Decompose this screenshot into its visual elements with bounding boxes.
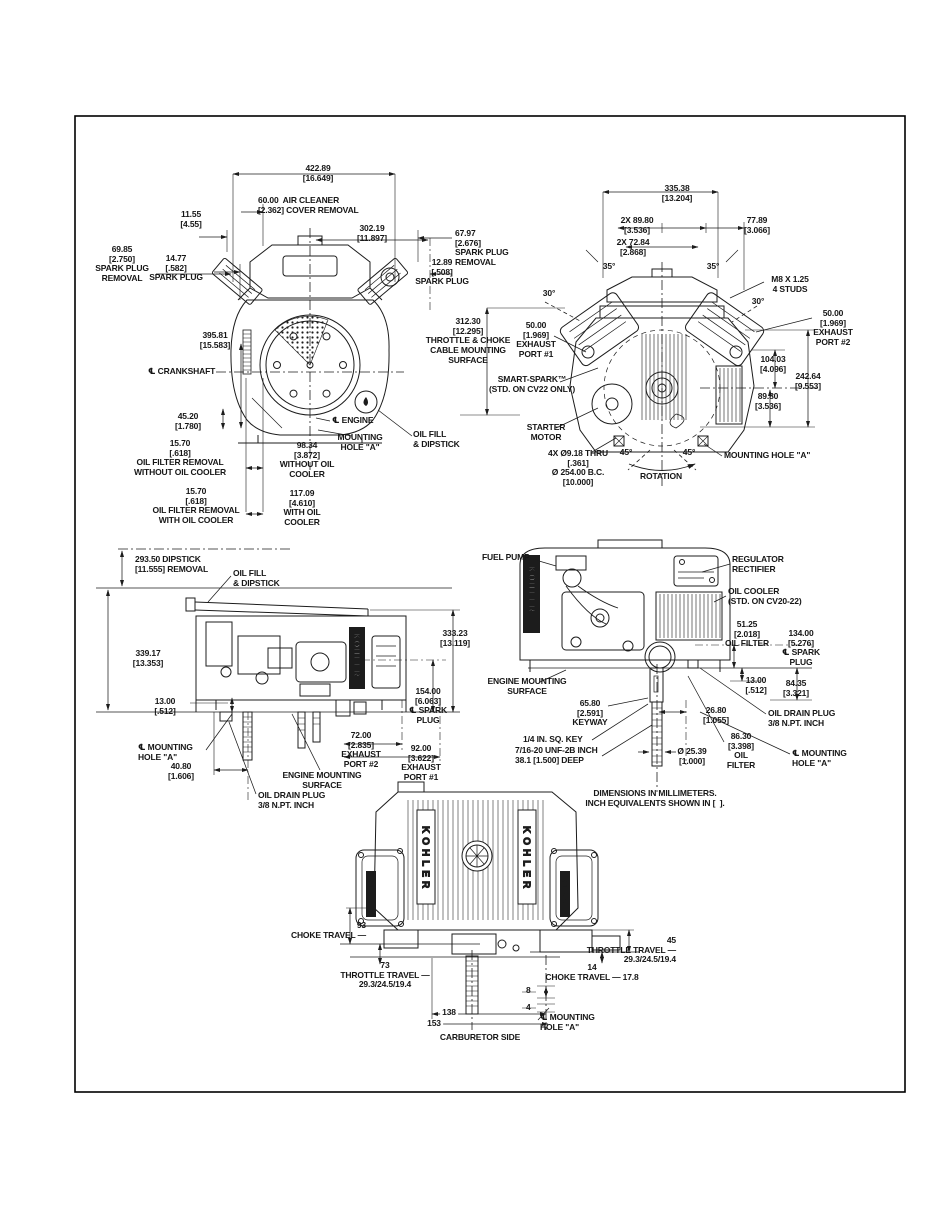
label-engine-mounting-surface-right: ENGINE MOUNTING SURFACE — [487, 676, 567, 696]
label-sq-key: 1/4 IN. SQ. KEY — [523, 734, 583, 744]
dim-exhaust-port-1-top: 50.00 [1.969] EXHAUST PORT #1 — [516, 320, 556, 360]
dim-throttle-travel-73: 73 THROTTLE TRAVEL — 29.3/24.5/19.4 — [340, 960, 430, 990]
dim-throttle-travel-45: 45 THROTTLE TRAVEL — 29.3/24.5/19.4 — [586, 935, 676, 965]
label-oil-drain-plug-left: OIL DRAIN PLUG 3/8 N.PT. INCH — [258, 790, 326, 810]
dim-302-19: 302.19 [11.897] — [357, 223, 387, 243]
dim-air-cleaner-cover-removal: 60.00 AIR CLEANER [2.362] COVER REMOVAL — [258, 195, 359, 215]
dim-51-25-oil-filter: 51.25 [2.018] OIL FILTER — [725, 619, 769, 649]
dim-35-right: 35° — [706, 261, 720, 271]
dim-spark-plug-removal-left: 69.85 [2.750] SPARK PLUG REMOVAL — [95, 244, 149, 284]
dim-11-55: 11.55 [4.55] — [180, 209, 202, 229]
dimension-lines — [96, 171, 818, 1028]
label-rotation: ROTATION — [640, 471, 682, 481]
dim-40-80: 40.80 [1.606] — [168, 761, 194, 781]
dim-dipstick-removal: 293.50 DIPSTICK [11.555] REMOVAL — [135, 554, 209, 574]
dim-153: 153 — [425, 1018, 443, 1029]
dim-exhaust-port-2-top: 50.00 [1.969] EXHAUST PORT #2 — [813, 308, 853, 348]
kohler-logo-text: KOHLER — [367, 877, 373, 905]
dim-throttle-choke-surface: 312.30 [12.295] THROTTLE & CHOKE CABLE M… — [425, 316, 511, 365]
label-mounting-hole-a-rightside: ℄ MOUNTING HOLE "A" — [792, 748, 847, 768]
dim-86-30-oil-filter: 86.30 [3.398] OIL FILTER — [726, 731, 756, 771]
carburetor-side-view-drawing: KOHLER KOHLER KOHLER KOHLER — [355, 781, 621, 1030]
kohler-logo-text: KOHLER — [561, 877, 567, 905]
dim-26-80: 26.80 [1.055] — [703, 705, 729, 725]
label-starter-motor: STARTER MOTOR — [526, 422, 566, 442]
label-oil-cooler: OIL COOLER (STD. ON CV20-22) — [728, 586, 802, 606]
dim-395-81: 395.81 [15.583] — [199, 330, 231, 350]
dim-keyway: 65.80 [2.591] KEYWAY — [572, 698, 608, 728]
dim-30-left: 30° — [542, 288, 556, 298]
dim-77-89: 77.89 [3.066] — [744, 215, 770, 235]
label-mounting-hole-a-leftside: ℄ MOUNTING HOLE "A" — [138, 742, 193, 762]
label-fuel-pump: FUEL PUMP — [482, 552, 530, 562]
kohler-logo-text: KOHLER — [527, 566, 537, 614]
dim-242-64: 242.64 [9.553] — [795, 371, 821, 391]
dim-unf-thread: 7/16-20 UNF-2B INCH 38.1 [1.500] DEEP — [515, 745, 598, 765]
label-engine-mounting-surface-left: ENGINE MOUNTING SURFACE — [282, 770, 362, 790]
dim-45-right: 45° — [682, 447, 696, 457]
left-side-view-drawing: KOHLER — [185, 597, 407, 761]
dim-choke-travel-93: 93 CHOKE TRAVEL — — [290, 920, 366, 940]
dim-2x-89-80: 2X 89.80 [3.536] — [620, 215, 654, 235]
dim-8: 8 — [526, 985, 531, 995]
dim-339-17: 339.17 [13.353] — [132, 648, 164, 668]
dim-30-right: 30° — [751, 296, 765, 306]
label-carburetor-side: CARBURETOR SIDE — [439, 1032, 521, 1042]
kohler-logo-text: KOHLER — [521, 826, 532, 892]
dim-oil-filter-removal-with: 15.70 [.618] OIL FILTER REMOVAL WITH OIL… — [152, 486, 240, 526]
dim-2x-72-84: 2X 72.84 [2.868] — [616, 237, 650, 257]
dim-89-80-right: 89.80 [3.536] — [755, 391, 781, 411]
dim-154-00-spark: 154.00 [6.063] ℄ SPARK PLUG — [408, 686, 448, 726]
dim-spark-plug-removal-right: 67.97 [2.676] SPARK PLUG REMOVAL — [455, 228, 509, 268]
page-border — [74, 115, 906, 1093]
dim-138: 138 — [440, 1007, 458, 1018]
label-mounting-hole-a-pto: MOUNTING HOLE "A" — [724, 450, 811, 460]
dim-exhaust-port-2-side: 72.00 [2.835] EXHAUST PORT #2 — [341, 730, 381, 770]
dim-45-20: 45.20 [1.780] — [175, 411, 201, 431]
dim-exhaust-port-1-side: 92.00 [3.622] EXHAUST PORT #1 — [401, 743, 441, 783]
kohler-logo-text: KOHLER — [420, 826, 431, 892]
right-side-view-drawing: KOHLER — [519, 539, 731, 792]
dim-335-38: 335.38 [13.204] — [661, 183, 693, 203]
label-crankshaft: ℄ CRANKSHAFT — [148, 366, 216, 376]
label-oil-fill-dipstick-side: OIL FILL & DIPSTICK — [233, 568, 280, 588]
label-mounting-hole-a-front: MOUNTING HOLE "A" — [337, 432, 383, 452]
dim-with-oil-cooler: 117.09 [4.610] WITH OIL COOLER — [283, 488, 321, 528]
dim-overall-width: 422.89 [16.649] — [302, 163, 334, 183]
note-dimensions: DIMENSIONS IN MILLIMETERS. INCH EQUIVALE… — [585, 788, 725, 808]
label-smart-spark: SMART-SPARK™ (STD. ON CV22 ONLY) — [488, 374, 576, 394]
dim-104-03: 104.03 [4.096] — [760, 354, 786, 374]
dim-spark-plug-right: 12.89 [.508] SPARK PLUG — [415, 257, 469, 287]
label-m8-studs: M8 X 1.25 4 STUDS — [771, 274, 809, 294]
dim-choke-travel-14: 14 CHOKE TRAVEL — 17.8 — [545, 962, 639, 982]
label-regulator-rectifier: REGULATOR RECTIFIER — [732, 554, 784, 574]
dim-333-23: 333.23 [13.119] — [440, 628, 470, 648]
dim-45-left: 45° — [619, 447, 633, 457]
dim-4: 4 — [526, 1002, 531, 1012]
dim-13-00-left: 13.00 [.512] — [154, 696, 176, 716]
dim-35-left: 35° — [602, 261, 616, 271]
dim-84-35: 84.35 [3.321] — [783, 678, 809, 698]
dim-oil-filter-removal-without: 15.70 [.618] OIL FILTER REMOVAL WITHOUT … — [133, 438, 227, 478]
kohler-logo-text: KOHLER — [352, 633, 362, 678]
label-mounting-hole-a-bottom: ℄ MOUNTING HOLE "A" — [540, 1012, 595, 1032]
pto-view-drawing — [559, 262, 765, 486]
dim-25-39: Ø 25.39 [1.000] — [677, 746, 707, 766]
dim-13-00-right: 13.00 [.512] — [745, 675, 767, 695]
dim-bolt-circle: 4X Ø9.18 THRU [.361] Ø 254.00 B.C. [10.0… — [548, 448, 608, 488]
label-oil-drain-plug-right: OIL DRAIN PLUG 3/8 N.PT. INCH — [768, 708, 836, 728]
dim-134-00-spark: 134.00 [5.276] ℄ SPARK PLUG — [781, 628, 821, 668]
dim-without-oil-cooler: 98.34 [3.872] WITHOUT OIL COOLER — [279, 440, 335, 480]
label-oil-fill-dipstick-front: OIL FILL & DIPSTICK — [413, 429, 460, 449]
dim-spark-plug-left: 14.77 [.582] SPARK PLUG — [149, 253, 203, 283]
label-engine-centerline: ℄ ENGINE — [332, 415, 374, 425]
